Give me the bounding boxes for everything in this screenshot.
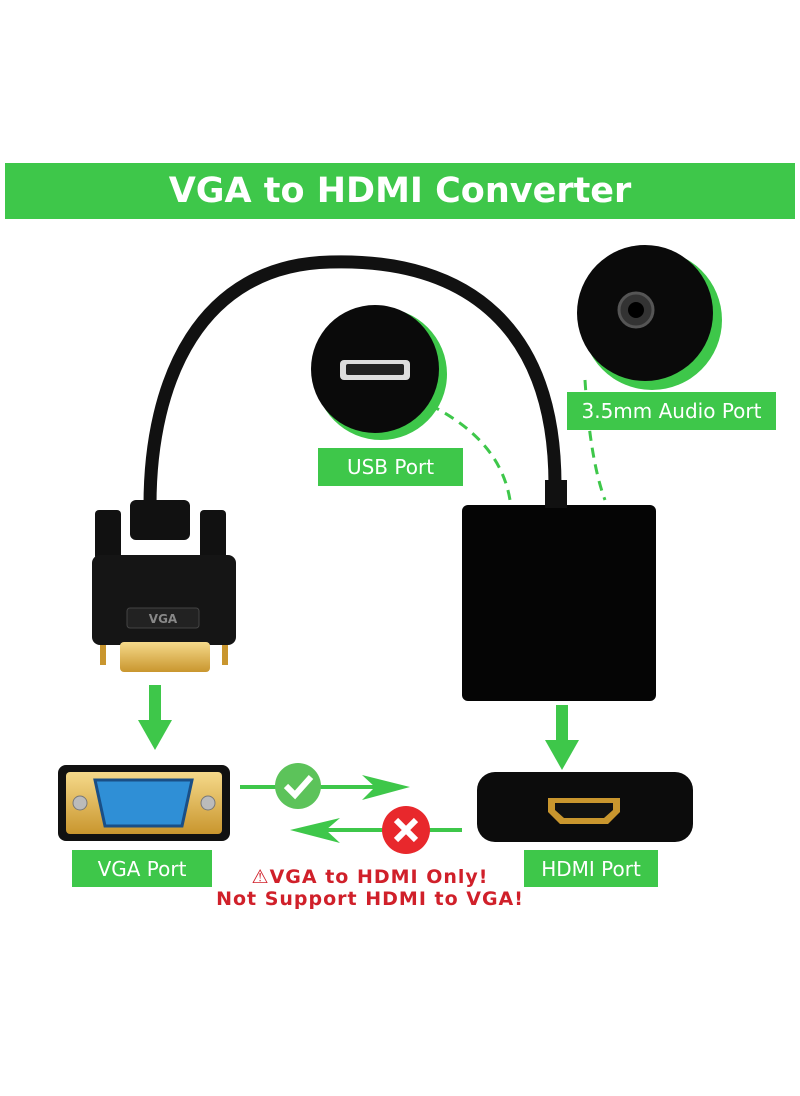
vga-port-image bbox=[58, 765, 230, 841]
check-icon bbox=[275, 763, 321, 809]
audio-port-closeup bbox=[577, 245, 722, 390]
usb-port-closeup bbox=[311, 305, 447, 440]
forward-arrow bbox=[240, 775, 410, 800]
cable bbox=[143, 255, 562, 506]
title-banner: VGA to HDMI Converter bbox=[5, 163, 795, 219]
down-arrow-icon bbox=[138, 685, 172, 750]
backward-arrow bbox=[290, 818, 462, 843]
hdmi-port-label: HDMI Port bbox=[524, 850, 658, 887]
vga-molded-text: VGA bbox=[149, 612, 178, 626]
warning-triangle-icon: ⚠ bbox=[251, 866, 270, 888]
usb-leader-line bbox=[429, 403, 512, 501]
adapter-body bbox=[462, 505, 656, 701]
hdmi-port-image bbox=[477, 772, 693, 842]
vga-port-label: VGA Port bbox=[72, 850, 212, 887]
warning-text-1: VGA to HDMI Only! bbox=[269, 866, 489, 888]
warning-line-2: Not Support HDMI to VGA! bbox=[216, 888, 524, 910]
warning-line-1: ⚠VGA to HDMI Only! bbox=[190, 866, 550, 888]
down-arrow-icon bbox=[545, 705, 579, 770]
vga-connector: VGA bbox=[92, 500, 236, 672]
cross-icon bbox=[382, 806, 430, 854]
usb-port-label: USB Port bbox=[318, 448, 463, 486]
audio-port-label: 3.5mm Audio Port bbox=[567, 392, 776, 430]
